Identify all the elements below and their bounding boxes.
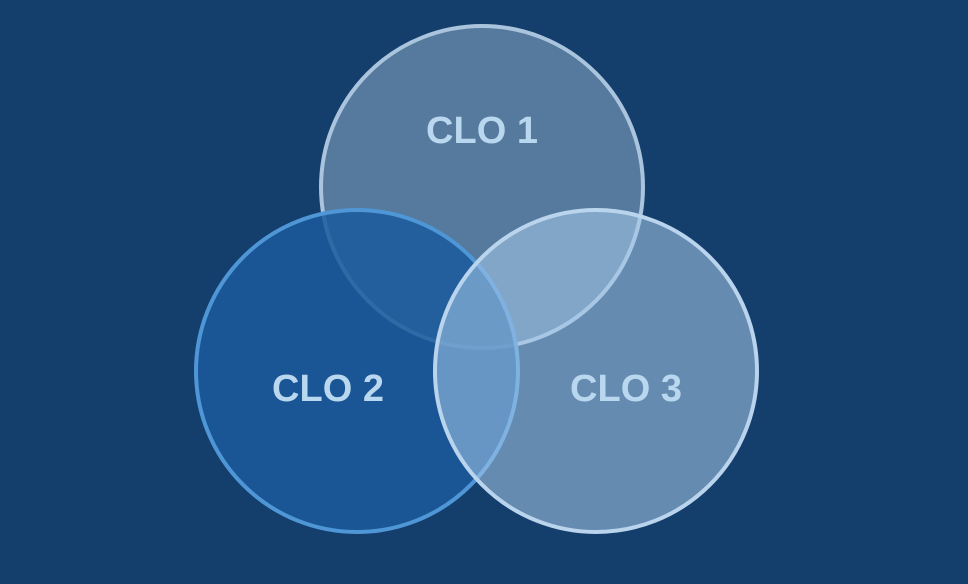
clo-2-label: CLO 2 [272, 368, 384, 410]
clo-1-label: CLO 1 [426, 110, 538, 152]
clo-3-label: CLO 3 [570, 368, 682, 410]
clo-3-circle [433, 208, 759, 534]
